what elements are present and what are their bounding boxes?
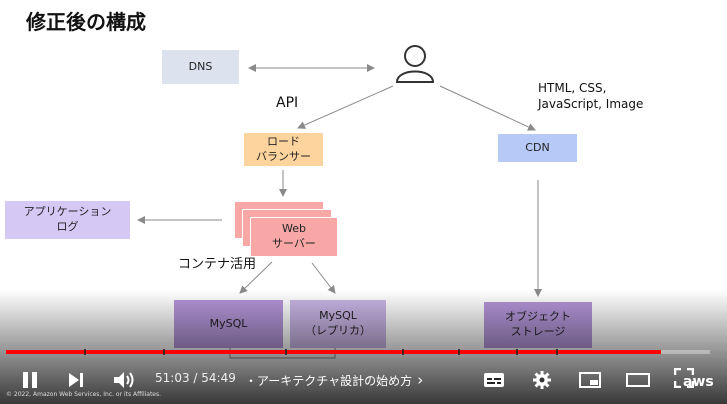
subtitles-icon	[484, 373, 504, 387]
user-icon	[395, 45, 435, 83]
time-separator: /	[189, 371, 202, 385]
subtitles-button[interactable]	[480, 368, 508, 392]
object-storage-label: オブジェクト ストレージ	[505, 310, 571, 338]
arrow-web-mysql	[239, 261, 273, 294]
chapter-marker	[163, 349, 165, 355]
app-log-label: アプリケーション ログ	[23, 205, 112, 233]
web-server-label: Web サーバー	[272, 222, 316, 250]
load-balancer-box: ロード バランサー	[244, 133, 323, 166]
object-storage-box: オブジェクト ストレージ	[484, 302, 592, 348]
dns-box: DNS	[162, 50, 239, 84]
arrow-web-replica	[311, 262, 336, 294]
cdn-box: CDN	[498, 134, 577, 162]
total-time: 54:49	[201, 371, 236, 385]
settings-button[interactable]	[528, 368, 556, 392]
copyright-notice: © 2022, Amazon Web Services, Inc. or its…	[6, 391, 162, 398]
mysql-box: MySQL	[174, 300, 283, 348]
app-log-box: アプリケーション ログ	[5, 201, 130, 239]
chapter-marker	[285, 349, 287, 355]
arrow-user-cdn	[439, 85, 536, 131]
next-button[interactable]	[62, 368, 90, 392]
chevron-right-icon: ›	[417, 371, 424, 389]
chapter-title-button[interactable]: ・アーキテクチャ設計の始め方 ›	[245, 371, 423, 389]
progress-bar[interactable]	[6, 349, 710, 355]
theater-button[interactable]	[624, 368, 652, 392]
theater-icon	[626, 373, 650, 387]
container-label: コンテナ活用	[178, 257, 257, 272]
time-display: 51:03 / 54:49	[155, 371, 236, 385]
progress-played	[6, 350, 662, 354]
arrow-user-lb	[297, 85, 394, 129]
volume-icon	[114, 372, 134, 388]
slide-title: 修正後の構成	[26, 10, 146, 34]
mysql-replica-label: MySQL （レプリカ）	[305, 309, 371, 337]
chapter-marker	[458, 349, 460, 355]
dns-label: DNS	[188, 59, 213, 73]
chapter-prefix: ・	[245, 374, 258, 388]
mysql-label: MySQL	[209, 316, 248, 330]
chapter-marker	[84, 349, 86, 355]
miniplayer-icon	[579, 372, 601, 388]
next-icon	[69, 373, 83, 387]
cdn-content-label: HTML, CSS, JavaScript, Image	[538, 81, 644, 112]
chapter-marker	[556, 349, 558, 355]
chapter-marker	[402, 349, 404, 355]
current-time: 51:03	[155, 371, 190, 385]
pause-button[interactable]	[16, 368, 44, 392]
settings-icon	[533, 371, 551, 389]
cdn-label: CDN	[525, 140, 550, 154]
chapter-marker	[516, 349, 518, 355]
pause-icon	[23, 372, 37, 388]
fullscreen-icon	[674, 368, 694, 388]
volume-button[interactable]	[110, 368, 138, 392]
web-server-box: Web サーバー	[250, 217, 338, 257]
miniplayer-button[interactable]	[576, 368, 604, 392]
fullscreen-button[interactable]	[670, 366, 698, 390]
api-label: API	[276, 95, 299, 111]
aws-logo: aws	[683, 374, 714, 390]
load-balancer-label: ロード バランサー	[256, 134, 311, 163]
mysql-replica-box: MySQL （レプリカ）	[290, 300, 386, 348]
chapter-title: アーキテクチャ設計の始め方	[257, 374, 413, 388]
